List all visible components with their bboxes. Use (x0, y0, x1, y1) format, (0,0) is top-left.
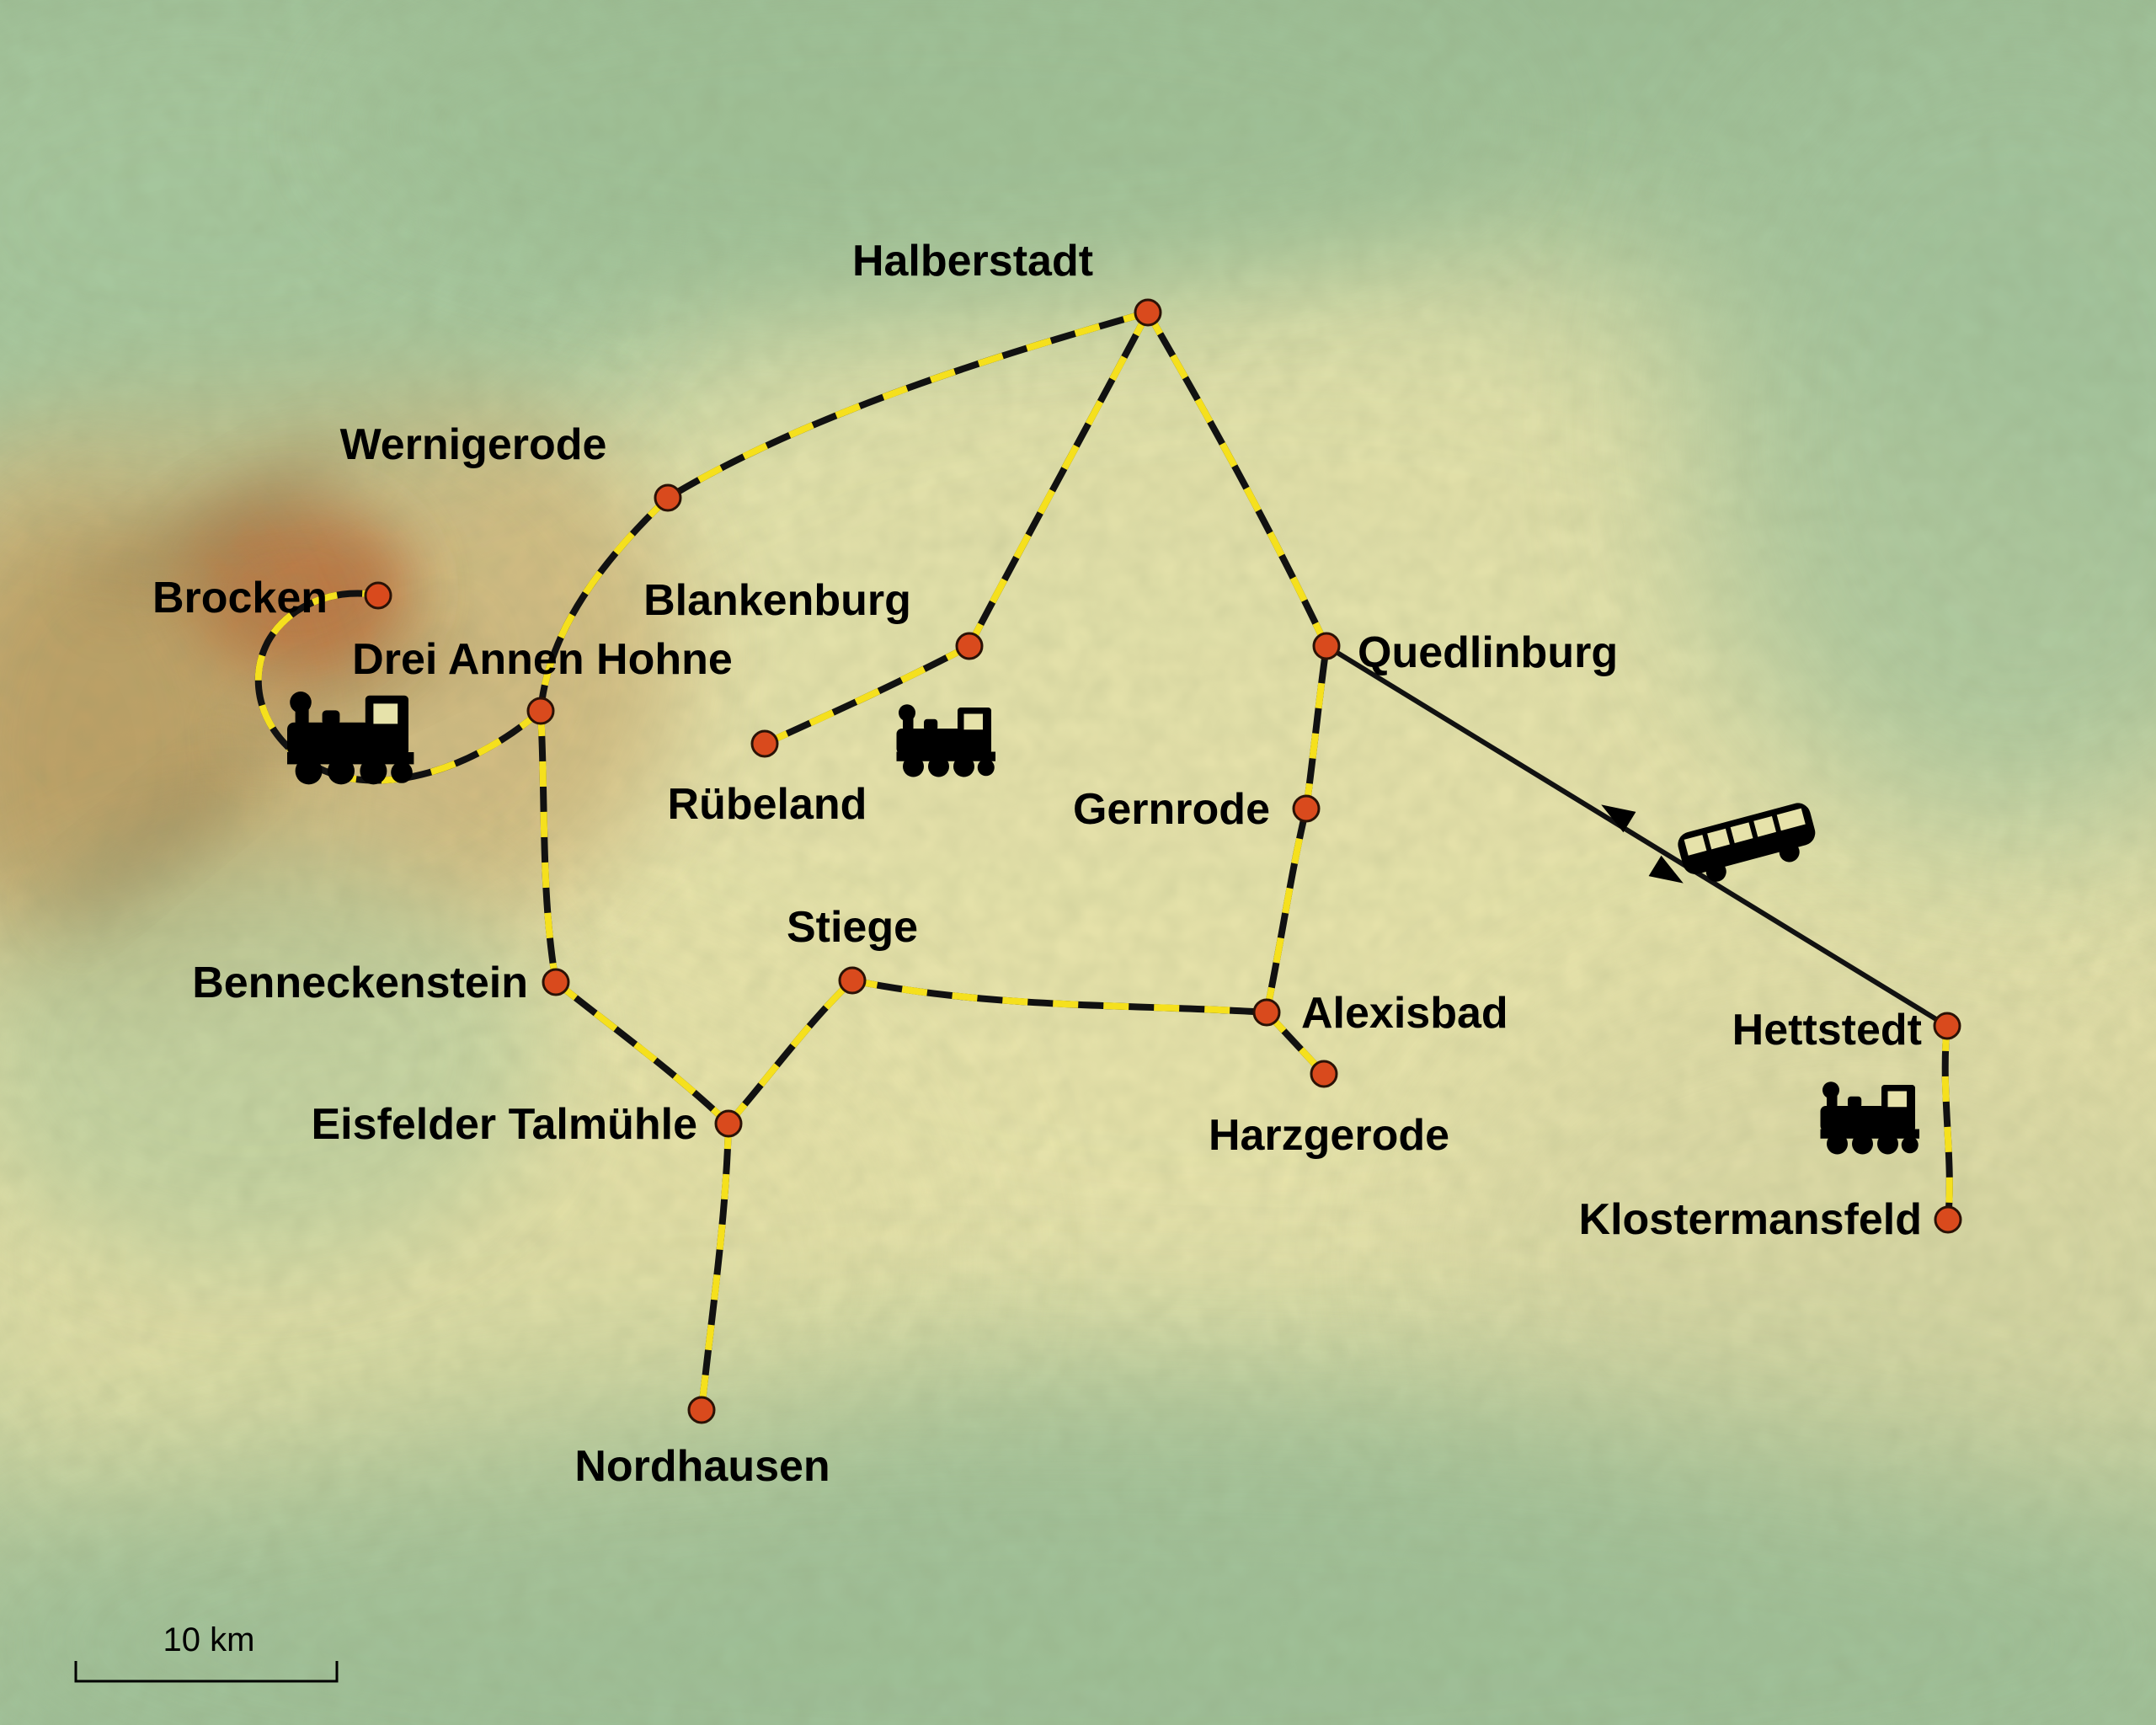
station-label-ruebeland: Rübeland (668, 780, 867, 829)
station-label-harzgerode: Harzgerode (1209, 1111, 1449, 1160)
station-dot-harzgerode (1310, 1060, 1338, 1088)
station-label-klostermansfeld: Klostermansfeld (1579, 1195, 1922, 1244)
station-label-brocken: Brocken (152, 574, 328, 622)
rail-route-dashes-wernigerode-halberstadt (665, 309, 1150, 501)
scale-bar-label: 10 km (163, 1621, 255, 1658)
station-dot-nordhausen (687, 1396, 716, 1424)
station-label-alexisbad: Alexisbad (1301, 989, 1508, 1038)
station-dot-hettstedt (1933, 1012, 1961, 1040)
rail-route-drei-annen-benneckenstein (537, 710, 559, 983)
rail-route-dashes-hettstedt-klostermansfeld (1941, 1025, 1953, 1220)
bus-route-quedlinburg-hettstedt-bus (1325, 644, 1949, 1028)
rail-route-dashes-alexisbad-harzgerode (1264, 1010, 1326, 1076)
station-dot-alexisbad (1252, 998, 1281, 1027)
station-dot-blankenburg (955, 632, 984, 660)
rail-route-dashes-gernrode-quedlinburg (1303, 645, 1330, 809)
station-dot-stiege (838, 966, 867, 995)
rail-route-dashes-blankenburg-ruebeland (763, 643, 971, 747)
station-label-gernrode: Gernrode (1073, 785, 1270, 834)
station-label-drei-annen-hohne: Drei Annen Hohne (352, 635, 733, 684)
station-dot-brocken (364, 581, 392, 610)
stations-layer (364, 298, 1962, 1424)
rail-route-dashes-wernigerode-drei-annen (537, 495, 670, 712)
station-label-benneckenstein: Benneckenstein (192, 959, 528, 1007)
rail-route-dashes-quedlinburg-halberstadt (1145, 310, 1330, 648)
rail-route-dashes-alexisbad-gernrode (1263, 808, 1310, 1013)
station-dot-gernrode (1292, 794, 1321, 823)
station-dot-halberstadt (1134, 298, 1162, 327)
station-dot-drei-annen-hohne (526, 697, 555, 725)
station-label-halberstadt: Halberstadt (852, 237, 1093, 286)
rail-route-dashes-halberstadt-blankenburg (966, 311, 1151, 648)
rail-route-dashes-stiege-alexisbad (851, 977, 1267, 1016)
station-dot-benneckenstein (542, 968, 570, 996)
station-label-eisfelder-talmuehle: Eisfelder Talmühle (311, 1100, 697, 1149)
station-dot-eisfelder-talmuehle (714, 1109, 743, 1138)
station-label-stiege: Stiege (787, 903, 918, 952)
station-dot-quedlinburg (1312, 632, 1341, 660)
rail-route-dashes-benneckenstein-eisfelder (553, 979, 731, 1126)
scale-bar: 10 km (74, 1621, 339, 1683)
rail-route-dashes-drei-annen-brocken-spiral (254, 590, 543, 784)
rail-route-eisfelder-nordhausen (698, 1123, 732, 1411)
station-label-blankenburg: Blankenburg (643, 576, 911, 625)
routes-layer (254, 309, 1953, 1411)
station-dot-ruebeland (750, 729, 779, 758)
station-label-hettstedt: Hettstedt (1732, 1006, 1922, 1055)
station-dot-klostermansfeld (1934, 1205, 1962, 1234)
rail-route-dashes-eisfelder-stiege (725, 978, 855, 1126)
station-dot-wernigerode (654, 483, 682, 512)
station-label-nordhausen: Nordhausen (574, 1442, 830, 1491)
scale-bar-bracket (74, 1661, 339, 1683)
station-label-quedlinburg: Quedlinburg (1358, 628, 1618, 677)
station-label-wernigerode: Wernigerode (340, 420, 607, 469)
